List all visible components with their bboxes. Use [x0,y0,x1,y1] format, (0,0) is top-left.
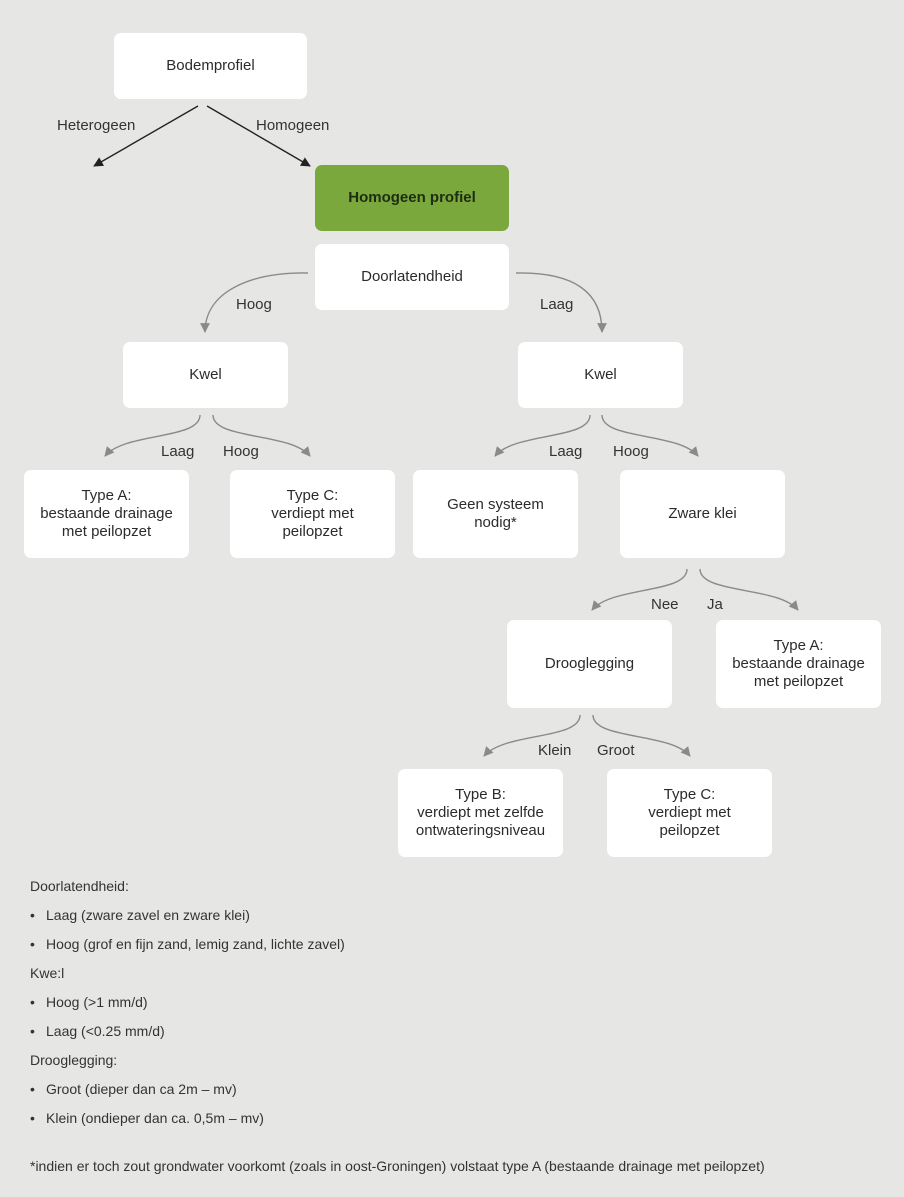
edge-zware-klei-ja [699,568,799,611]
bullet-icon: • [30,907,35,923]
edge-label-kwel-left-hoog: Hoog [223,443,259,460]
edge-label-zware-klei-ja: Ja [707,596,723,613]
edge-heterogeen [93,105,199,167]
edge-drooglegging-klein [483,714,581,757]
node-type-c-1: Type C: verdiept met peilopzet [230,470,395,558]
node-kwel-right: Kwel [518,342,683,408]
node-type-b: Type B: verdiept met zelfde ontwaterings… [398,769,563,857]
edge-zware-klei-nee [591,568,688,611]
edge-label-doorlatendheid-laag: Laag [540,296,574,313]
footnote: *indien er toch zout grondwater voorkomt… [30,1158,765,1174]
node-geen-systeem: Geen systeem nodig* [413,470,578,558]
edge-doorlatendheid-hoog [200,272,309,333]
legend-item: • Groot (dieper dan ca 2m – mv) [30,1075,345,1104]
legend-heading-kwel: Kwe:l [30,965,65,981]
edge-label-kwel-left-laag: Laag [161,443,195,460]
legend-item-text: Hoog (>1 mm/d) [46,994,148,1010]
legend-item: • Klein (ondieper dan ca. 0,5m – mv) [30,1104,345,1133]
legend-item-text: Laag (<0.25 mm/d) [46,1023,165,1039]
edge-label-zware-klei-nee: Nee [651,596,679,613]
bullet-icon: • [30,1110,35,1126]
node-type-a-1: Type A: bestaande drainage met peilopzet [24,470,189,558]
bullet-icon: • [30,1023,35,1039]
edge-label-homogeen: Homogeen [256,117,330,134]
edge-label-drooglegging-groot: Groot [597,742,635,759]
bullet-icon: • [30,936,35,952]
bullet-icon: • [30,1081,35,1097]
legend-item: • Hoog (>1 mm/d) [30,988,345,1017]
edge-kwel-right-hoog [601,414,699,457]
node-zware-klei: Zware klei [620,470,785,558]
legend-item: • Laag (<0.25 mm/d) [30,1017,345,1046]
edge-label-drooglegging-klein: Klein [538,742,572,759]
node-kwel-left: Kwel [123,342,288,408]
legend-item-text: Groot (dieper dan ca 2m – mv) [46,1081,237,1097]
node-type-a-2: Type A: bestaande drainage met peilopzet [716,620,881,708]
node-bodemprofiel: Bodemprofiel [114,33,307,99]
edge-kwel-left-laag [104,414,201,457]
bullet-icon: • [30,994,35,1010]
legend-item-text: Laag (zware zavel en zware klei) [46,907,250,923]
edge-label-doorlatendheid-hoog: Hoog [236,296,272,313]
legend-item-text: Klein (ondieper dan ca. 0,5m – mv) [46,1110,264,1126]
edge-label-kwel-right-hoog: Hoog [613,443,649,460]
node-drooglegging: Drooglegging [507,620,672,708]
node-doorlatendheid: Doorlatendheid [315,244,509,310]
legend-item-text: Hoog (grof en fijn zand, lemig zand, lic… [46,936,345,952]
legend-heading-drooglegging: Drooglegging: [30,1052,118,1068]
node-type-c-2: Type C: verdiept met peilopzet [607,769,772,857]
edge-drooglegging-groot [592,714,691,757]
node-homogeen-profiel: Homogeen profiel [315,165,509,231]
edge-kwel-left-hoog [212,414,311,457]
legend-item: • Hoog (grof en fijn zand, lemig zand, li… [30,930,345,959]
legend-item: • Laag (zware zavel en zware klei) [30,901,345,930]
edge-kwel-right-laag [494,414,591,457]
edge-homogeen [206,105,311,167]
edge-label-kwel-right-laag: Laag [549,443,583,460]
edge-label-heterogeen: Heterogeen [57,117,136,134]
legend: Doorlatendheid: • Laag (zware zavel en zw… [30,872,345,1133]
edge-doorlatendheid-laag [515,272,607,333]
legend-heading-doorlatendheid: Doorlatendheid: [30,878,129,894]
